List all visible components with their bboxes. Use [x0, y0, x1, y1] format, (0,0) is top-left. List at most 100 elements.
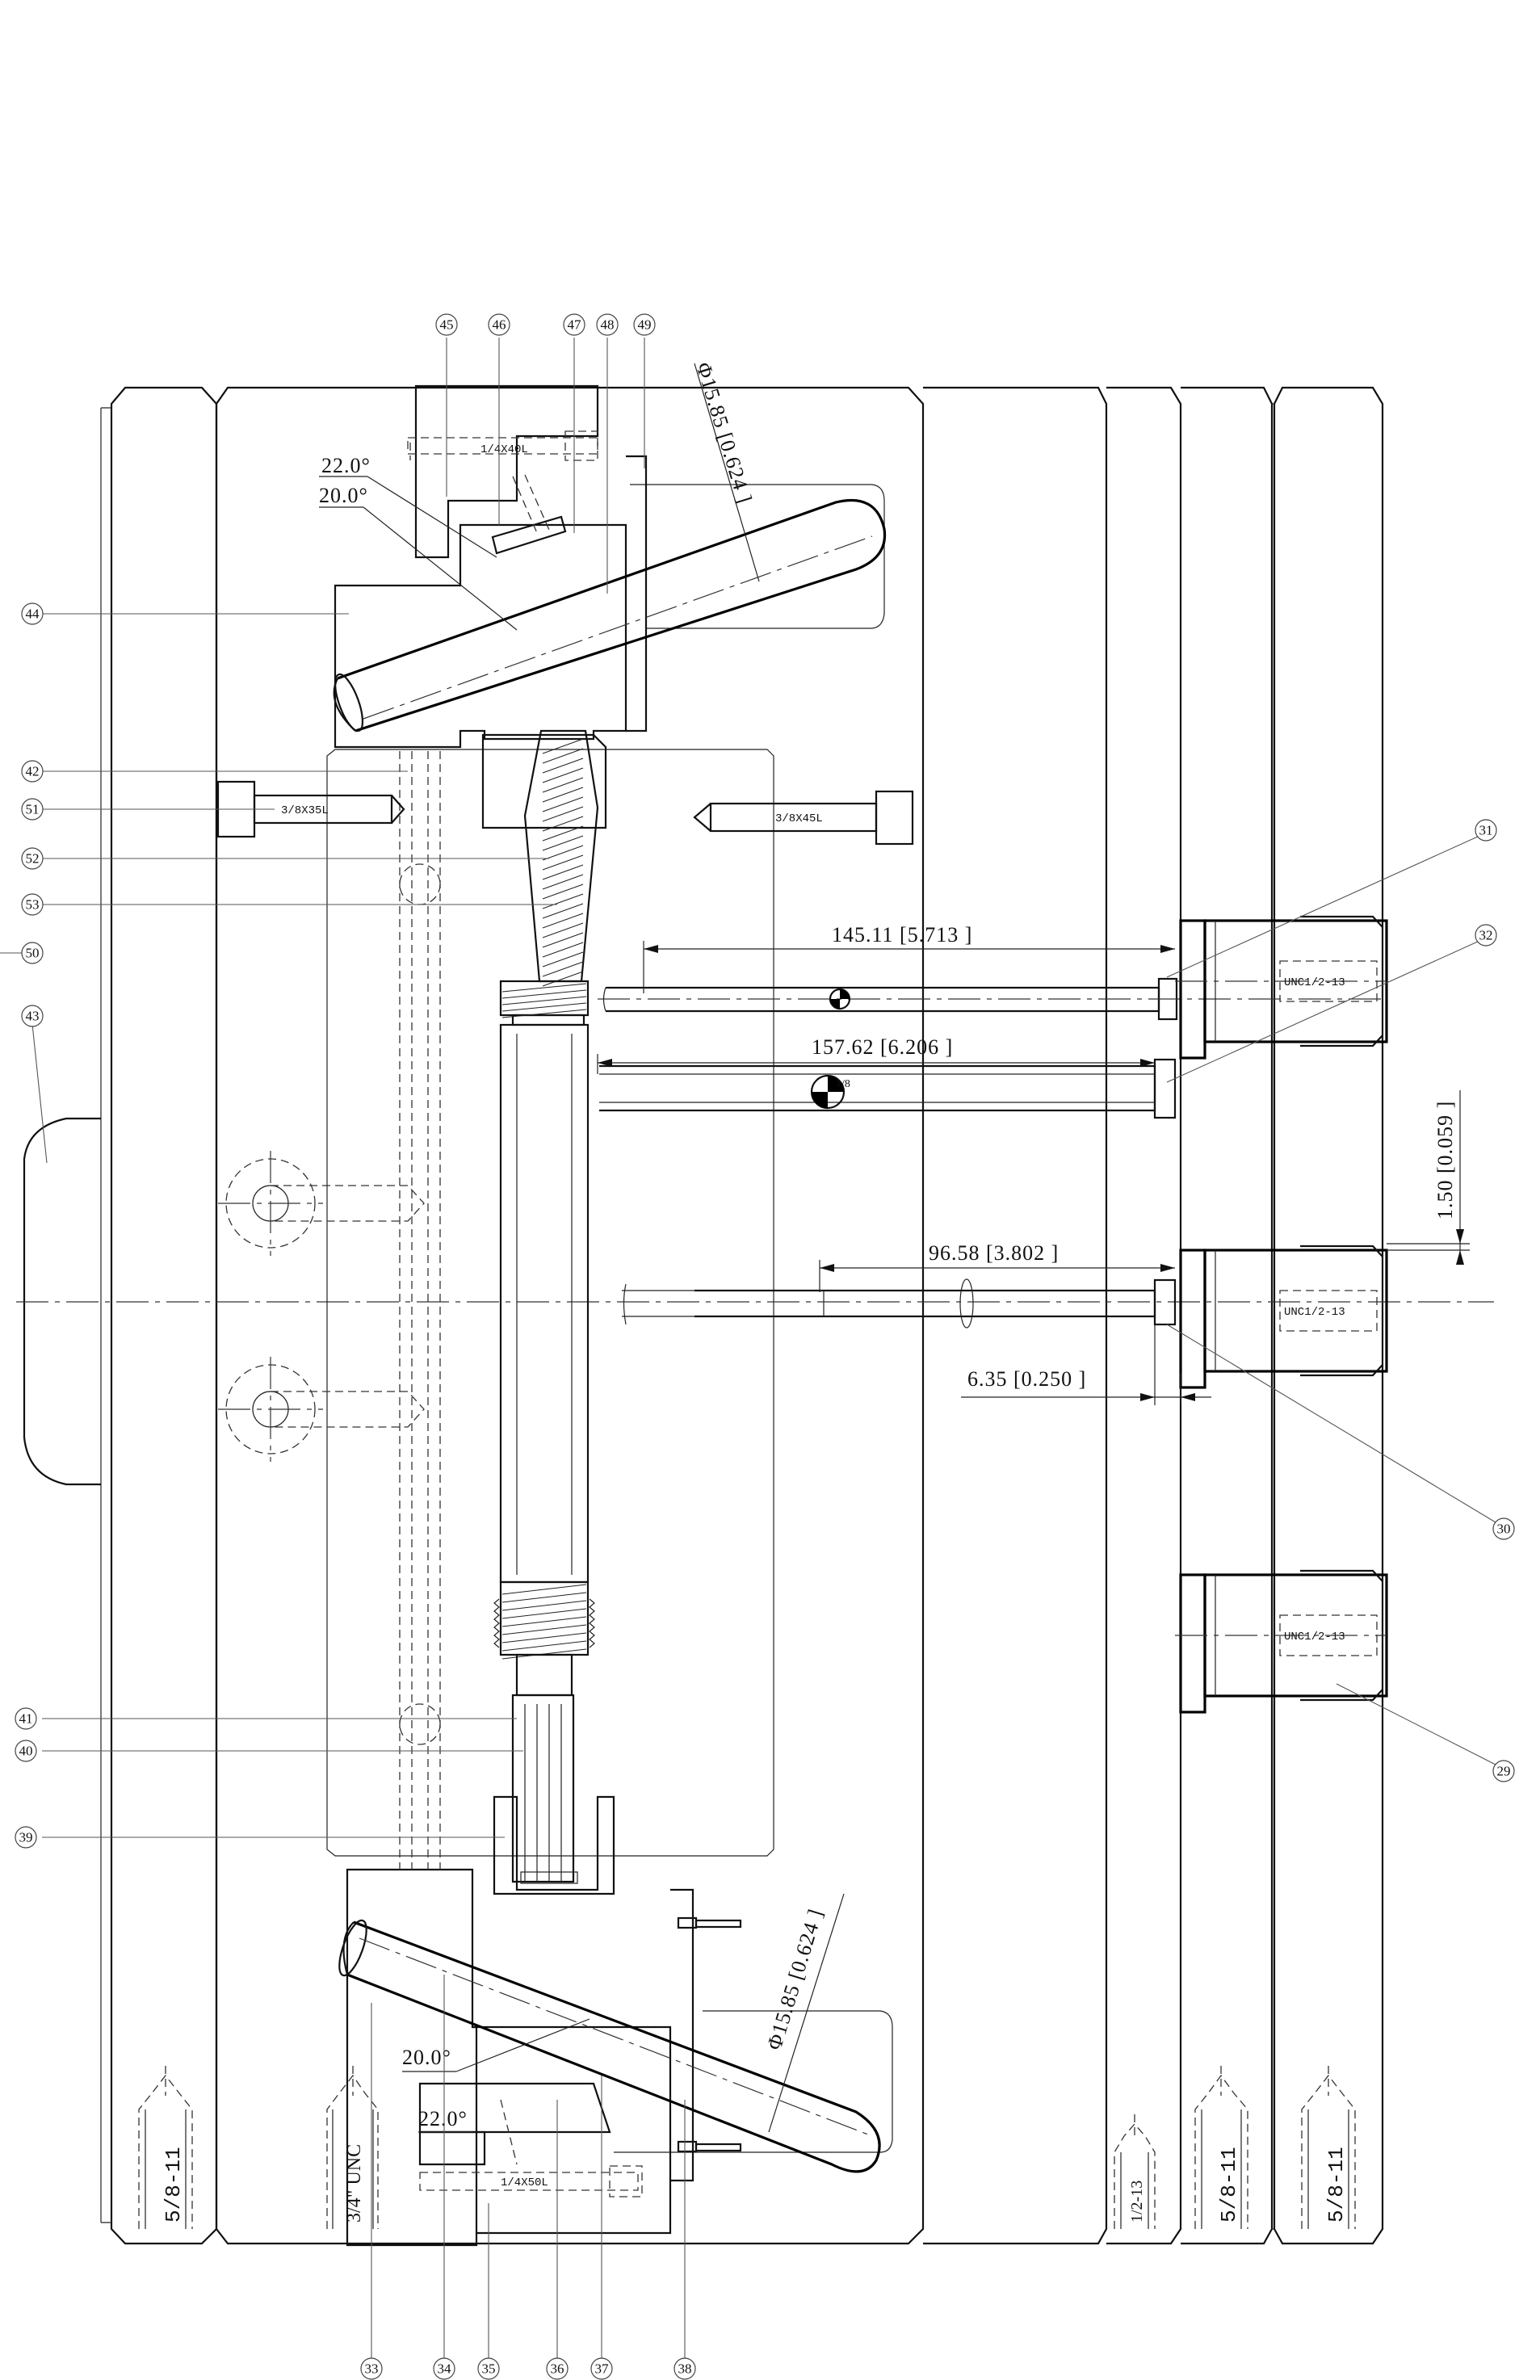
balloon-38: 38: [673, 2357, 696, 2380]
cooling-channels: [218, 751, 441, 1870]
hatch-line: [542, 835, 584, 851]
balloon-44: 44: [21, 602, 44, 625]
hatch-line: [501, 989, 587, 999]
clamp-plate-left: [110, 386, 218, 2245]
svg-text:41: 41: [19, 1711, 33, 1727]
tapped-hole-5-label: 5/8-11: [1324, 2147, 1349, 2223]
bottom-screw-label: 1/4X50L: [501, 2176, 548, 2189]
svg-text:53: 53: [26, 897, 40, 913]
top-slide-assembly: [333, 384, 887, 829]
svg-text:40: 40: [19, 1744, 33, 1759]
hatch-line: [542, 884, 584, 900]
balloons: 45 46 47 48 49 44 42 51 52 53 50 43 41 4…: [15, 313, 1515, 2380]
svg-text:47: 47: [568, 317, 582, 333]
dim-157-62: 157.62 [6.206 ]: [812, 1035, 953, 1059]
svg-text:33: 33: [365, 2361, 379, 2377]
svg-text:43: 43: [26, 1009, 40, 1024]
balloon-36: 36: [546, 2357, 569, 2380]
angle-top-a: 22.0°: [321, 454, 371, 477]
hatch-line: [501, 996, 587, 1005]
svg-text:51: 51: [26, 802, 40, 817]
hatch-line: [542, 913, 584, 929]
hatch-line: [501, 1009, 587, 1018]
bushing-1: UNC1/2-13: [1175, 915, 1388, 1060]
dim-1-50: 1.50 [0.059 ]: [1433, 1101, 1457, 1219]
tapped-hole-3: 1/2-13: [1114, 2114, 1156, 2229]
balloon-31: 31: [1475, 819, 1497, 842]
hatch-line: [501, 1624, 587, 1635]
hatch-line: [542, 825, 584, 842]
hatch-line: [542, 777, 584, 793]
svg-text:49: 49: [638, 317, 652, 333]
tapped-hole-3-label: 1/2-13: [1128, 2181, 1146, 2223]
balloon-39: 39: [15, 1826, 37, 1849]
balloon-42: 42: [21, 760, 44, 783]
bushing-2-thread: UNC1/2-13: [1284, 1306, 1345, 1319]
hatch-line: [542, 971, 584, 987]
hatch-line: [501, 1616, 587, 1627]
ejector-plate: [1181, 386, 1274, 2245]
svg-text:46: 46: [493, 317, 506, 333]
svg-text:45: 45: [440, 317, 454, 333]
svg-text:48: 48: [601, 317, 615, 333]
dim-dia-bottom: Φ15.85 [0.624 ]: [762, 1906, 828, 2053]
balloon-51: 51: [21, 798, 44, 821]
svg-text:31: 31: [1479, 823, 1493, 838]
tapped-hole-5: 5/8-11: [1301, 2066, 1356, 2229]
svg-text:30: 30: [1497, 1522, 1511, 1537]
dimensions: 145.11 [5.713 ] 157.62 [6.206 ] 96.58 [3…: [319, 359, 1470, 2133]
bottom-cap-screw: 1/4X50L: [501, 2176, 548, 2189]
core-pin: [493, 729, 615, 1895]
balloon-40: 40: [15, 1740, 37, 1762]
svg-text:39: 39: [19, 1830, 33, 1845]
bottom-slide-pocket: [614, 2010, 893, 2153]
svg-text:35: 35: [482, 2361, 496, 2377]
hatch-line: [501, 1600, 587, 1611]
tapped-hole-2: 3/4" UNC: [326, 2066, 379, 2229]
svg-text:36: 36: [551, 2361, 564, 2377]
hatch-line: [542, 903, 584, 919]
svg-text:37: 37: [595, 2361, 610, 2377]
hatch-line: [501, 983, 587, 993]
svg-text:44: 44: [26, 607, 40, 622]
ejector-pins: 1/8: [598, 977, 1381, 1329]
balloon-53: 53: [21, 893, 44, 916]
hatch-line: [542, 893, 584, 909]
balloon-48: 48: [596, 313, 619, 336]
tapped-hole-1-label: 5/8-11: [162, 2147, 186, 2223]
hatch-line: [501, 1592, 587, 1603]
balance-mark-1: [829, 988, 851, 1010]
bushing-2: UNC1/2-13: [1179, 1245, 1388, 1389]
tapped-hole-4: 5/8-11: [1194, 2066, 1248, 2229]
hatch-line: [542, 864, 584, 880]
tapped-hole-4-label: 5/8-11: [1217, 2147, 1241, 2223]
hatch-line: [542, 787, 584, 803]
dim-96-58: 96.58 [3.802 ]: [929, 1241, 1059, 1265]
balloon-leaders: [0, 338, 1496, 2362]
hatch-line: [501, 1608, 587, 1619]
hatch-line: [501, 1584, 587, 1595]
hatch-line: [542, 942, 584, 958]
balloon-43: 43: [21, 1005, 44, 1027]
svg-text:38: 38: [678, 2361, 692, 2377]
hatch-line: [542, 738, 584, 754]
hatch-line: [542, 845, 584, 861]
balance-mark-2: 1/8: [810, 1074, 850, 1110]
back-plate: [1273, 386, 1384, 2245]
balloon-35: 35: [477, 2357, 500, 2380]
svg-text:34: 34: [438, 2361, 452, 2377]
tapped-holes: 5/8-11 3/4" UNC 1/2-13 5/8-11: [138, 2066, 1356, 2229]
cross-hole-2: [218, 1357, 425, 1462]
dim-6-35: 6.35 [0.250 ]: [967, 1367, 1086, 1391]
cavity-plate: [215, 386, 925, 2245]
svg-text:50: 50: [26, 946, 40, 961]
balloon-34: 34: [433, 2357, 455, 2380]
balance-mark-label: 1/8: [836, 1078, 850, 1090]
balloon-41: 41: [15, 1707, 37, 1730]
balloon-46: 46: [488, 313, 510, 336]
bushing-1-thread: UNC1/2-13: [1284, 976, 1345, 989]
balloon-29: 29: [1492, 1760, 1515, 1782]
balloon-50: 50: [21, 942, 44, 964]
balloon-45: 45: [435, 313, 458, 336]
dim-145-11: 145.11 [5.713 ]: [832, 923, 972, 947]
